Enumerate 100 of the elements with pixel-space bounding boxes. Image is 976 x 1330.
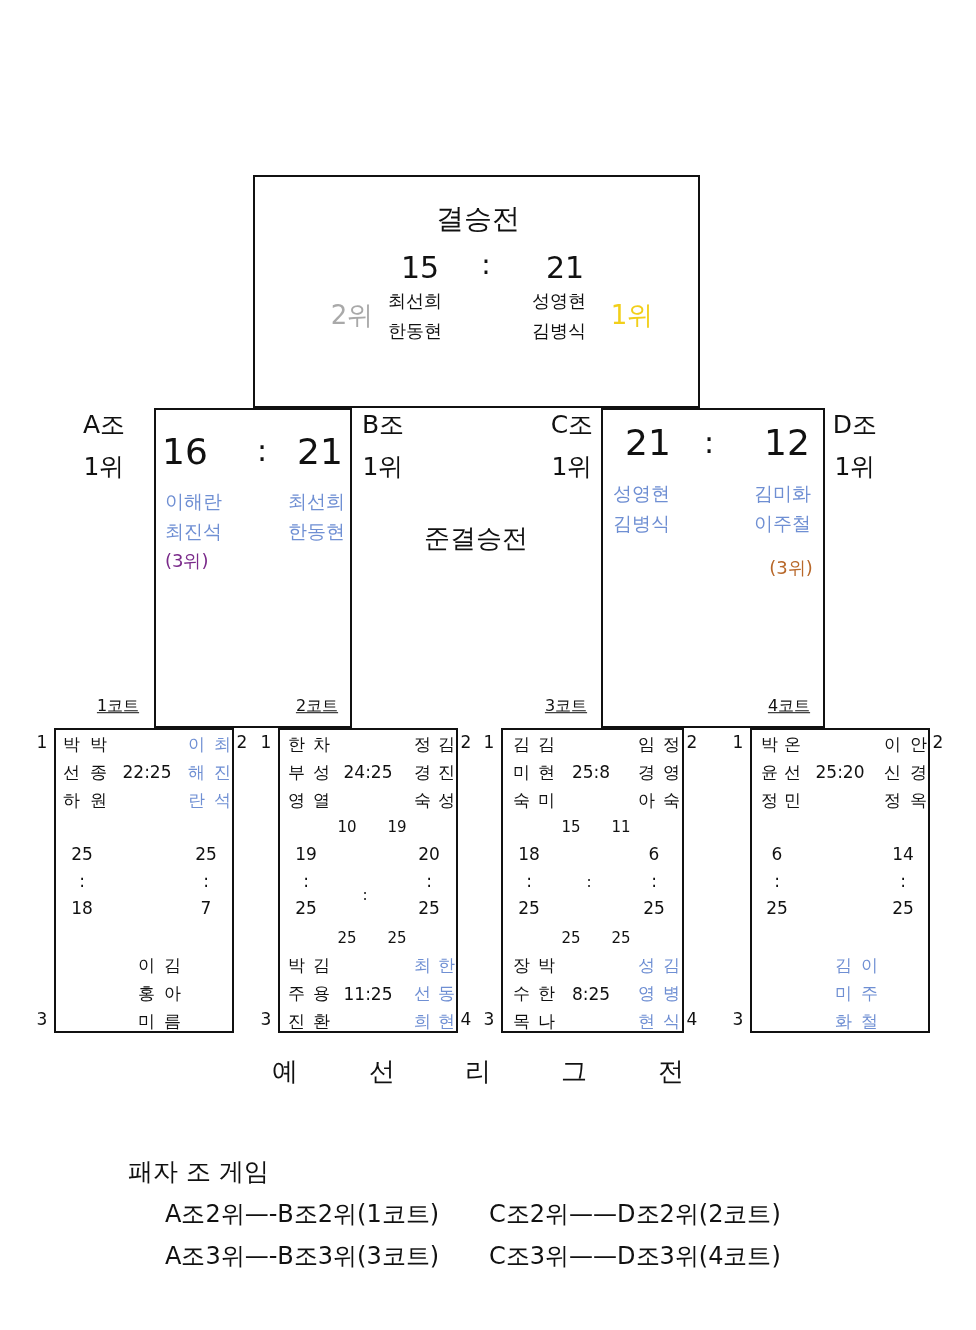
match-line: A조2위—-B조2위(1코트) xyxy=(165,1200,440,1228)
match-line: C조2위——D조2위(2코트) xyxy=(489,1200,781,1228)
team-number: 3 xyxy=(260,1009,272,1029)
player-name: 장수목 xyxy=(512,954,530,1033)
player-name: 이주철 xyxy=(860,954,878,1033)
score: 12 xyxy=(764,423,810,463)
score: 15 xyxy=(400,250,440,284)
team-number: 1 xyxy=(732,732,744,752)
team-number: 2 xyxy=(460,732,472,752)
round-title: 준결승전 xyxy=(424,523,528,553)
score-separator: : xyxy=(481,249,491,281)
league-box xyxy=(278,728,458,1033)
player-names: 김미화 이주철 xyxy=(754,481,811,536)
round-title: 예 선 리 그 전 xyxy=(272,1056,684,1086)
player-name: 박윤정 xyxy=(760,733,778,812)
rank-label: (3위) xyxy=(165,551,209,571)
player-name: 김아름 xyxy=(163,954,181,1033)
player-name: 김미숙 xyxy=(512,733,530,812)
score: 21 xyxy=(625,423,671,463)
court-label: 1코트 xyxy=(96,697,140,715)
player-name: 박선하 xyxy=(62,733,80,812)
team-number: 3 xyxy=(483,1009,495,1029)
player-name: 이홍미 xyxy=(137,954,155,1033)
player-names: 이해란 최진석 xyxy=(165,489,222,544)
rank-label: 1위 xyxy=(610,300,654,330)
player-name: 온선민 xyxy=(783,733,801,812)
player-name: 정영숙 xyxy=(662,733,680,812)
match-score: 25:8 xyxy=(571,762,611,782)
team-number: 4 xyxy=(686,1009,698,1029)
player-name: 임경아 xyxy=(637,733,655,812)
match-score: 22:25 xyxy=(122,762,172,782)
set-score: 15 xyxy=(561,818,581,836)
match-score: 18 : 25 xyxy=(518,843,540,920)
score: 21 xyxy=(297,432,343,472)
rank-label: 2위 xyxy=(330,300,374,330)
player-name: 한부영 xyxy=(287,733,305,812)
player-name: 박주진 xyxy=(287,954,305,1033)
player-name: 김용환 xyxy=(312,954,330,1033)
player-names: 최선희 한동현 xyxy=(288,489,345,544)
player-names: 성영현 김병식 xyxy=(532,289,586,343)
group-rank-label: C조 1위 xyxy=(550,409,594,483)
league-box xyxy=(501,728,684,1033)
team-number: 3 xyxy=(36,1009,48,1029)
score-separator: : xyxy=(586,873,592,891)
team-number: 3 xyxy=(732,1009,744,1029)
player-name: 안경옥 xyxy=(909,733,927,812)
player-names: 최선희 한동현 xyxy=(388,289,442,343)
set-score: 25 xyxy=(337,929,357,947)
match-score: 6 : 25 xyxy=(643,843,665,920)
match-score: 25 : 7 xyxy=(195,843,217,920)
player-name: 한동현 xyxy=(437,954,455,1033)
team-number: 2 xyxy=(686,732,698,752)
team-number: 1 xyxy=(483,732,495,752)
team-number: 2 xyxy=(236,732,248,752)
team-number: 4 xyxy=(460,1009,472,1029)
league-box xyxy=(750,728,930,1033)
match-score: 24:25 xyxy=(343,762,393,782)
group-rank-label: B조 1위 xyxy=(361,409,405,483)
player-name: 차성열 xyxy=(312,733,330,812)
set-score: 25 xyxy=(561,929,581,947)
final-match-box xyxy=(253,175,700,408)
section-heading: 패자 조 게임 xyxy=(128,1158,269,1186)
court-label: 3코트 xyxy=(544,697,588,715)
player-name: 이신정 xyxy=(883,733,901,812)
court-label: 4코트 xyxy=(767,697,811,715)
set-score: 25 xyxy=(387,929,407,947)
match-score: 19 : 25 xyxy=(295,843,317,920)
player-name: 정경숙 xyxy=(413,733,431,812)
semifinal-box xyxy=(601,408,825,728)
semifinal-box xyxy=(154,408,352,728)
score-separator: : xyxy=(256,433,268,467)
score-separator: : xyxy=(362,886,368,904)
match-score: 25 : 18 xyxy=(71,843,93,920)
match-title: 결승전 xyxy=(436,203,520,235)
match-line: A조3위—-B조3위(3코트) xyxy=(165,1242,440,1270)
set-score: 11 xyxy=(611,818,631,836)
league-box xyxy=(54,728,234,1033)
player-name: 김현미 xyxy=(537,733,555,812)
set-score: 10 xyxy=(337,818,357,836)
player-name: 성영현 xyxy=(637,954,655,1033)
team-number: 1 xyxy=(36,732,48,752)
player-name: 김미화 xyxy=(834,954,852,1033)
match-score: 25:20 xyxy=(815,762,865,782)
player-name: 이해란 xyxy=(187,733,205,812)
match-score: 8:25 xyxy=(571,984,611,1004)
player-name: 김진성 xyxy=(437,733,455,812)
score-separator: : xyxy=(703,425,715,459)
group-rank-label: D조 1위 xyxy=(832,409,878,483)
player-name: 박종원 xyxy=(89,733,107,812)
player-name: 최진석 xyxy=(213,733,231,812)
score: 16 xyxy=(162,432,208,472)
rank-label: (3위) xyxy=(769,558,813,578)
match-line: C조3위——D조3위(4코트) xyxy=(489,1242,781,1270)
set-score: 19 xyxy=(387,818,407,836)
match-score: 14 : 25 xyxy=(892,843,914,920)
match-score: 6 : 25 xyxy=(766,843,788,920)
score: 21 xyxy=(545,250,585,284)
match-score: 20 : 25 xyxy=(418,843,440,920)
team-number: 2 xyxy=(932,732,944,752)
player-name: 최선희 xyxy=(413,954,431,1033)
